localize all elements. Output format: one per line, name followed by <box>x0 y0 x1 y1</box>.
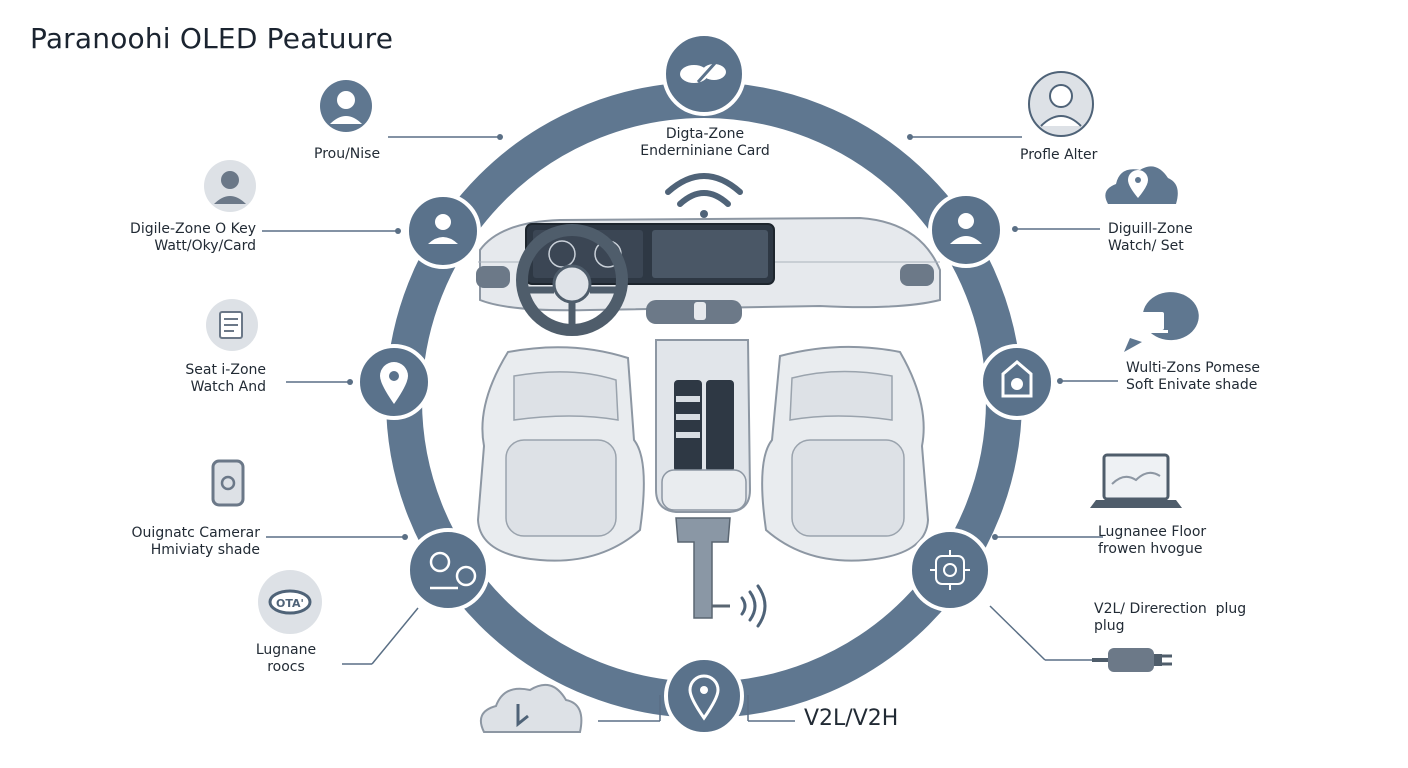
label-left-3: Seat i-Zone Watch And <box>185 362 266 395</box>
laptop-icon <box>1090 453 1182 508</box>
label-left-2: Digile-Zone O Key Watt/Oky/Card <box>130 221 256 254</box>
label-top-center: Digta-Zone Enderniniane Card <box>640 126 770 159</box>
label-bottom: V2L/V2H <box>804 706 899 731</box>
user-icon <box>950 213 982 244</box>
ring-node-top[interactable] <box>662 32 746 116</box>
camera-icon <box>1001 360 1033 398</box>
connector-dots <box>347 134 1063 540</box>
circuit-icon <box>930 550 970 590</box>
media-connect-icon <box>429 551 477 590</box>
page-title: Paranoohi OLED Peatuure <box>30 22 394 55</box>
chat-bubbles-icon <box>680 60 726 84</box>
label-right-5: V2L/ Direrection plug plug <box>1094 601 1247 634</box>
sound-waves-icon <box>740 584 767 628</box>
label-right-1: Profle Alter <box>1020 147 1098 163</box>
location-pin-icon <box>688 674 720 721</box>
label-right-3: Wulti-Zons Pomese Soft Enivate shade <box>1126 360 1260 393</box>
label-right-2: Diguill-Zone Watch/ Set <box>1108 221 1193 254</box>
label-left-4: Ouignatc Camerar Hmiviaty shade <box>131 525 260 558</box>
ring-node-left-middle[interactable] <box>356 344 432 420</box>
plug-icon <box>1092 648 1172 672</box>
label-left-5: Lugnane roocs <box>255 642 317 675</box>
wifi-icon <box>665 173 743 218</box>
ring-node-bottom[interactable] <box>664 656 744 736</box>
ota-badge-icon: OTA' <box>258 570 322 634</box>
ring-node-right-lower[interactable] <box>908 528 992 612</box>
user-icon <box>1028 71 1094 137</box>
phone-icon <box>211 459 245 507</box>
ring-node-right-upper[interactable] <box>928 192 1004 268</box>
label-right-4: Lugnanee Floor frowen hvogue <box>1098 524 1207 557</box>
user-icon <box>320 80 372 132</box>
ring-node-right-middle[interactable] <box>979 344 1055 420</box>
label-left-1: Prou/Nise <box>314 146 381 162</box>
cloud-pin-icon <box>1105 166 1178 204</box>
ota-badge-text: OTA' <box>276 597 304 610</box>
user-icon <box>428 214 458 244</box>
user-icon <box>204 160 256 212</box>
connector-lines <box>262 136 1118 722</box>
car-cabin-illustration <box>476 216 941 619</box>
monitor-chat-icon <box>1124 292 1199 352</box>
cloud-sync-icon <box>480 683 583 733</box>
document-icon <box>206 299 258 351</box>
ring-node-left-lower[interactable] <box>406 528 490 612</box>
ring-node-left-upper[interactable] <box>405 193 481 269</box>
location-pin-icon <box>380 362 408 404</box>
